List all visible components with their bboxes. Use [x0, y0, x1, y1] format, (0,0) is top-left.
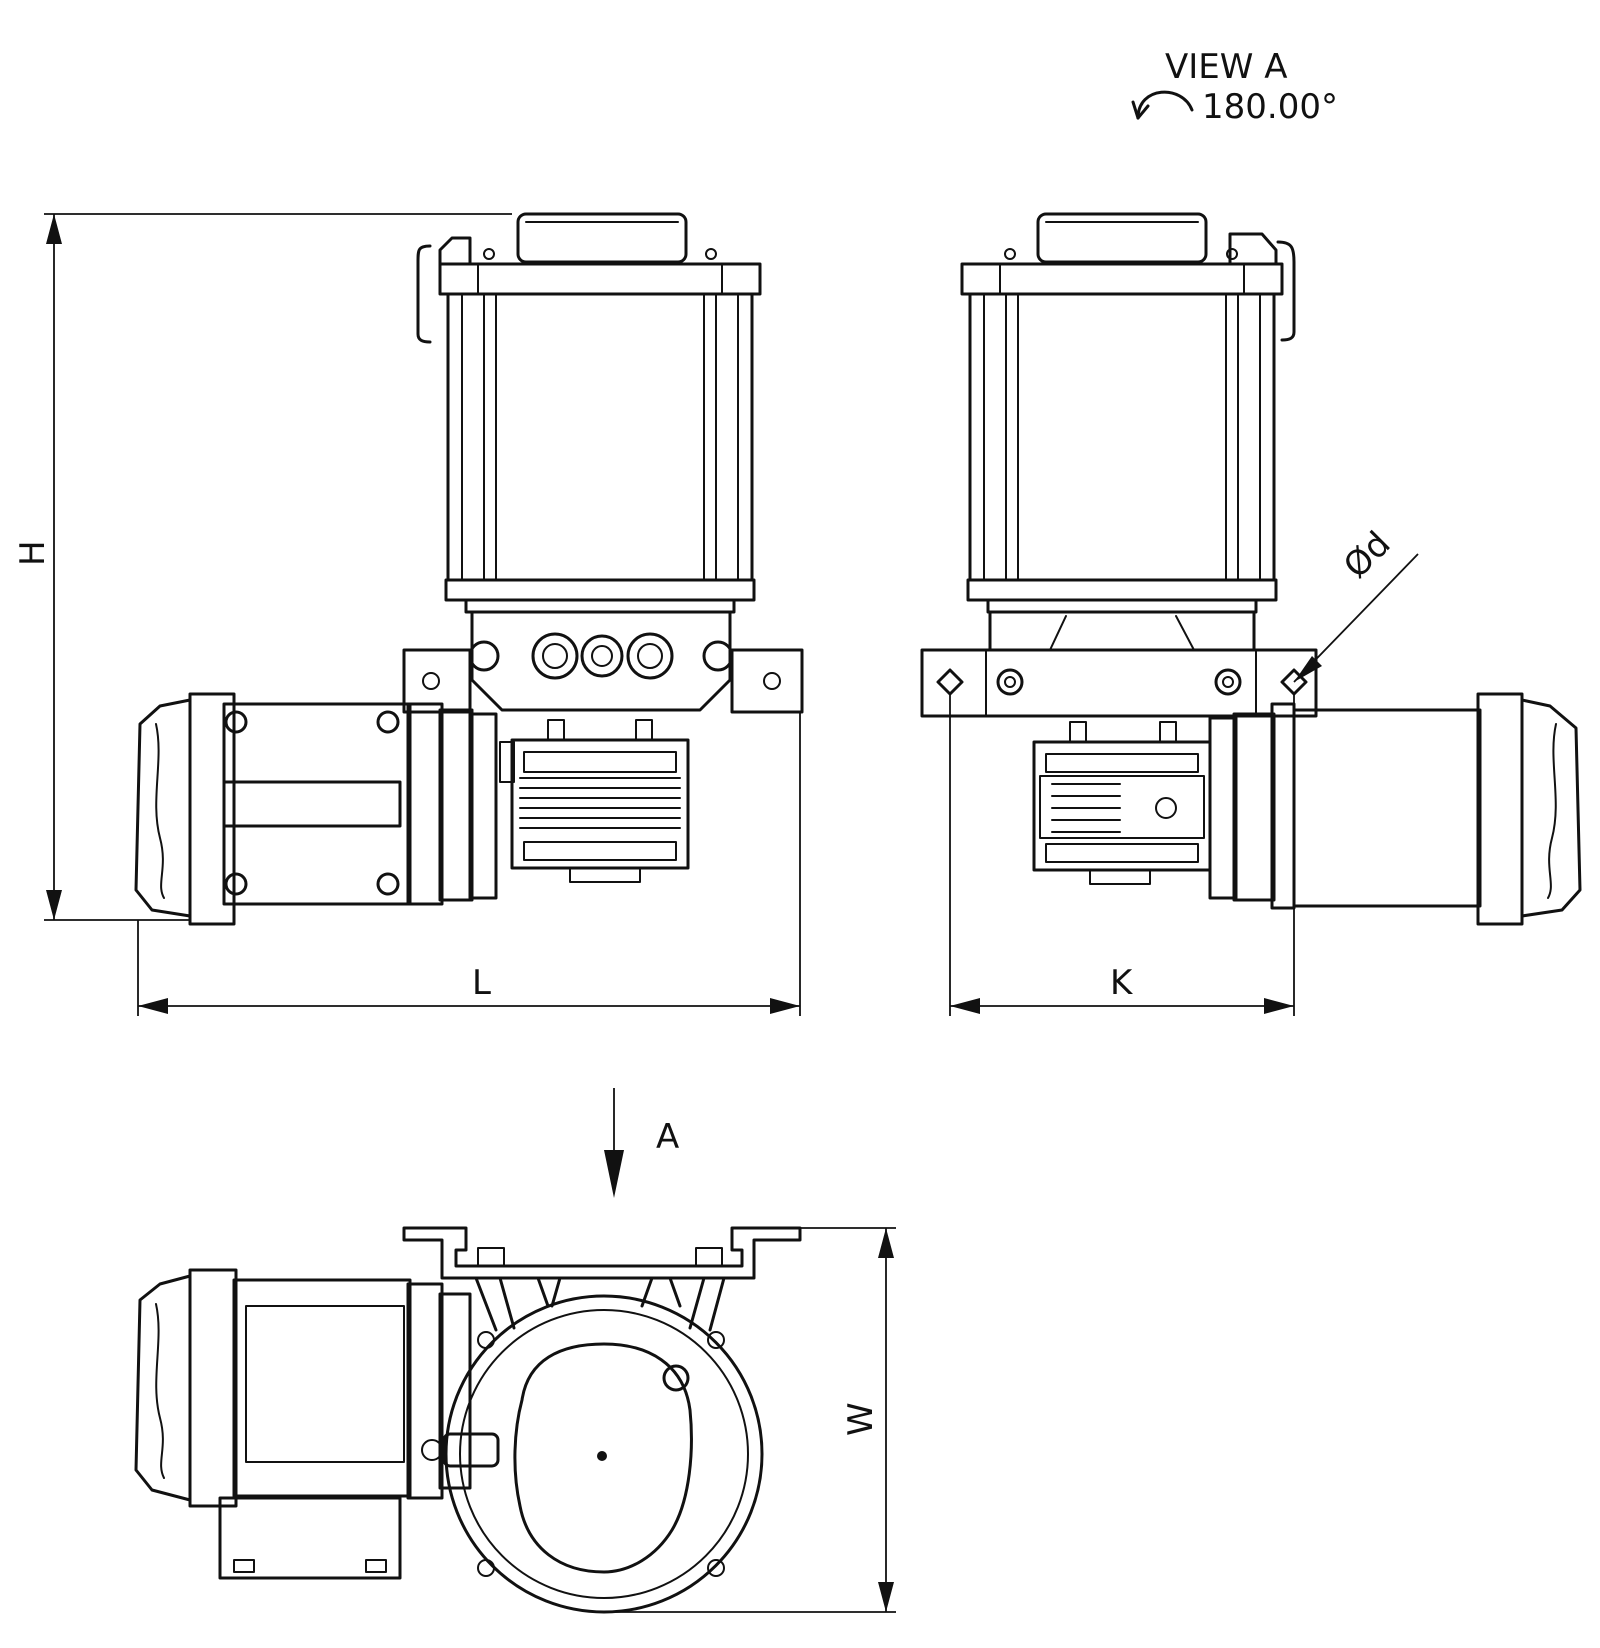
- reservoir-lid: [960, 262, 1284, 296]
- support-struts: [474, 1276, 726, 1332]
- dimension-h-label: H: [13, 540, 53, 566]
- reservoir-bottom-rim: [444, 578, 756, 602]
- motor-fan-cover: [1520, 698, 1582, 918]
- reservoir-top: [421, 1294, 764, 1614]
- reservoir-lid: [438, 262, 762, 296]
- motor-nameplate: [222, 780, 402, 828]
- view-note-angle: 180.00°: [1202, 87, 1338, 127]
- reservoir-cap: [516, 212, 688, 264]
- lid-latch: [438, 236, 472, 266]
- view-note-title: VIEW A: [1165, 47, 1287, 87]
- pump-outlet-port: [626, 632, 674, 680]
- reservoir-body: [446, 292, 754, 582]
- motor-fan-cover: [134, 698, 192, 918]
- mounting-bracket: [920, 648, 1318, 718]
- dimension-w-label: W: [841, 1402, 881, 1436]
- fill-port: [662, 1364, 690, 1392]
- dimension-l-label: L: [472, 963, 491, 1003]
- pump-housing: [988, 610, 1256, 652]
- dimension-k-label: K: [1110, 963, 1134, 1003]
- lid-latch: [1228, 232, 1278, 266]
- lid-handle: [1276, 240, 1296, 342]
- dimension-h: H: [13, 213, 512, 921]
- rotation-arrowhead-icon: [1131, 100, 1150, 120]
- electric-motor: [134, 1268, 472, 1580]
- reservoir-cap: [1036, 212, 1208, 264]
- reservoir-body: [968, 292, 1276, 582]
- view-arrow-a: A: [604, 1088, 679, 1198]
- dimension-k: K: [949, 694, 1295, 1016]
- motor-fan-flange: [1476, 692, 1524, 926]
- mounting-hole: [936, 668, 964, 696]
- motor-fan-flange: [188, 692, 236, 926]
- dimension-l: L: [137, 712, 801, 1016]
- view-arrow-label: A: [656, 1117, 679, 1157]
- motor-terminal-box: [218, 1496, 402, 1580]
- rotation-arrow-icon: [1136, 90, 1194, 120]
- dimension-w: W: [604, 1227, 896, 1613]
- hole-diameter-label: Ød: [1336, 524, 1398, 586]
- mounting-bracket: [402, 648, 804, 714]
- gearbox: [499, 719, 690, 883]
- reservoir-lid-outline: [513, 1342, 693, 1574]
- mounting-bracket: [402, 1226, 802, 1280]
- top-view: [134, 1226, 802, 1614]
- electric-motor: [134, 692, 498, 926]
- front-view: [134, 212, 804, 926]
- motor-fan-flange: [188, 1268, 238, 1508]
- pump-shaft-port: [580, 634, 624, 678]
- side-view: Ød: [920, 212, 1582, 926]
- pump-housing: [468, 610, 734, 712]
- gearbox: [1032, 721, 1212, 885]
- pump-outlet-port: [531, 632, 579, 680]
- view-a-note: VIEW A 180.00°: [1131, 47, 1338, 127]
- electric-motor: [1208, 692, 1582, 926]
- center-mark: [597, 1451, 607, 1461]
- reservoir-bottom-rim: [966, 578, 1278, 602]
- motor-fan-cover: [134, 1274, 192, 1502]
- lid-handle: [416, 244, 432, 344]
